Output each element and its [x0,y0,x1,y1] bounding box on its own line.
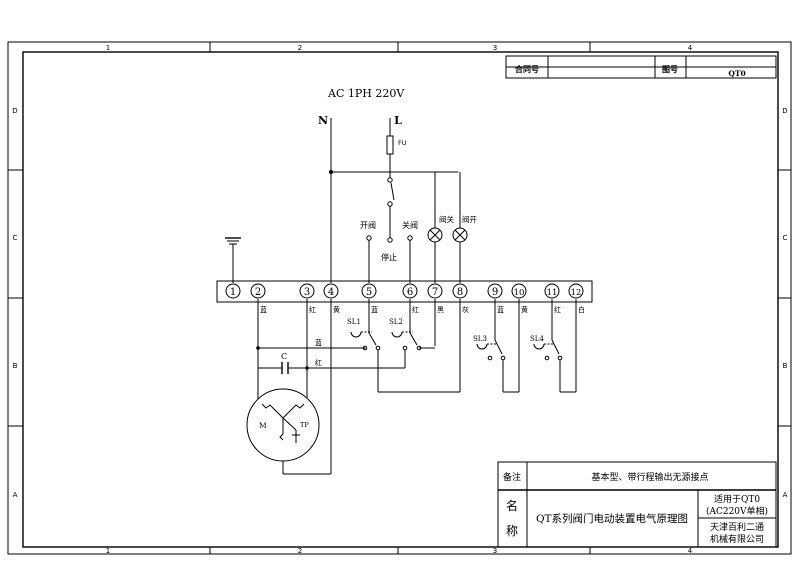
terminal-5: 5 [361,283,377,299]
frame-col-label: 3 [493,547,497,555]
applies-to: (AC220V单相) [706,505,768,517]
lamp-closed-icon [427,227,443,243]
line-label: L [394,114,402,127]
terminal-number: 11 [547,288,558,298]
wire-color-label: 红 [412,305,419,314]
thermal-label: TP [300,421,309,429]
terminal-1: 1 [225,283,241,299]
terminal-number: 5 [366,287,372,298]
frame-row-label: A [783,491,788,499]
terminal-number: 6 [407,287,413,298]
frame-col-label: 4 [688,547,693,555]
neutral-label: N [318,114,328,127]
terminal-number: 7 [432,287,438,298]
limit-switch-label: SL2 [389,318,403,326]
wire-color-label: 蓝 [315,338,322,347]
contract-label: 合同号 [514,64,539,74]
frame-row-label: C [783,234,788,242]
terminal-9: 9 [487,283,503,299]
wire-color-label: 蓝 [497,305,504,314]
terminal-12: 12 [568,283,584,299]
terminal-number: 2 [255,287,261,298]
lower-wiring [256,299,577,475]
frame-col-label: 2 [298,547,302,555]
lamp-opened-label: 阀开 [462,215,477,224]
applies-to: 适用于QT0 [714,494,760,505]
terminal-strip [216,280,593,303]
wire-color-label: 红 [315,358,322,367]
company-name: 机械有限公司 [710,533,764,545]
frame-row-label: B [13,362,18,370]
drawing-no-label: 图号 [662,64,678,74]
terminal-number: 8 [457,287,463,298]
limit-switch-label: SL3 [473,335,487,343]
remarks-label: 备注 [503,471,521,483]
motor-icon [246,388,320,462]
name-label: 名 [506,498,518,513]
terminal-number: 12 [571,288,582,298]
terminal-11: 11 [544,283,560,299]
close-switch-label: 关阀 [402,220,418,230]
terminal-7: 7 [427,283,443,299]
terminal-10: 10 [511,283,527,299]
remarks-value: 基本型、带行程输出无源接点 [591,471,708,483]
capacitor-label: C [281,352,287,361]
stop-label: 停止 [381,252,397,262]
wire-color-label: 蓝 [260,305,267,314]
frame-row-label: C [13,234,18,242]
lamp-opened-icon [452,227,468,243]
frame-row-label: B [783,362,788,370]
frame-row-label: D [782,107,787,115]
terminal-number: 3 [304,287,310,298]
capacitor-icon [281,362,289,374]
wire-color-label: 白 [578,305,585,314]
frame-col-label: 1 [106,44,110,52]
frame-col-label: 3 [493,44,497,52]
frame-row-label: A [13,491,18,499]
fuse-label: FU [398,139,407,147]
wire-color-label: 红 [554,305,561,314]
title-block [497,461,777,548]
limit-switch-label: SL4 [530,335,544,343]
terminal-4: 4 [323,283,339,299]
wire-color-label: 红 [309,305,316,314]
supply-title: AC 1PH 220V [327,87,405,100]
wire-color-label: 灰 [462,305,469,314]
ground-icon [225,237,241,283]
terminal-group: 1 2 3 4 5 6 7 8 9 10 11 12 [225,283,584,299]
header-block [505,55,777,79]
motor-label: M [259,421,267,430]
lamp-closed-label: 阀关 [439,214,454,224]
wire-color-label: 黄 [333,305,340,314]
frame-row-label: D [12,107,17,115]
supply-wiring [329,118,461,283]
frame-col-label: 1 [106,547,110,555]
drawing-name: QT系列阀门电动装置电气原理图 [536,512,688,525]
wire-color-label: 黄 [521,305,528,314]
open-switch-contact-icon [366,235,372,241]
wire-color-label: 蓝 [371,305,378,314]
frame-col-label: 2 [298,44,302,52]
close-switch-contact-icon [407,235,413,241]
limit-switch-label: SL1 [347,318,361,326]
terminal-8: 8 [452,283,468,299]
terminal-number: 1 [230,287,236,298]
terminal-2: 2 [250,283,266,299]
name-label: 称 [506,524,518,538]
terminal-number: 9 [492,287,498,298]
drawing-frame [7,41,792,555]
drawing-no-value: QT0 [728,69,745,78]
terminal-6: 6 [402,283,418,299]
terminal-number: 10 [514,288,525,298]
open-switch-label: 开阀 [360,221,376,230]
wire-color-label: 黑 [437,306,444,314]
terminal-number: 4 [328,287,334,298]
terminal-3: 3 [299,283,315,299]
company-name: 天津百利二通 [710,521,764,533]
frame-col-label: 4 [688,44,693,52]
